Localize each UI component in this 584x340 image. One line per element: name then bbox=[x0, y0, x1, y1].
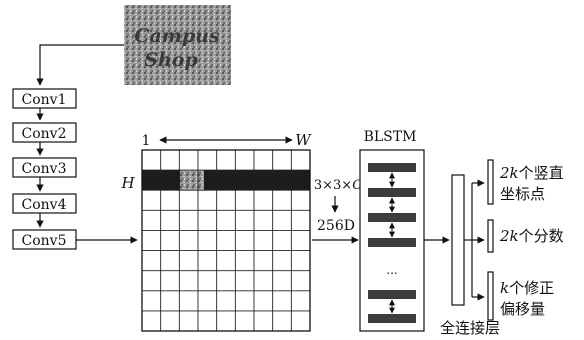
sliding-row-highlight bbox=[142, 170, 310, 190]
conv4-box bbox=[12, 193, 77, 214]
feature-map-grid bbox=[141, 149, 311, 332]
window-label-prefix: 3×3× bbox=[314, 178, 352, 193]
output-bar-vertical-coords bbox=[487, 159, 494, 205]
output-vertical-coords-text: 个竖直 bbox=[519, 164, 564, 182]
blstm-ellipsis: ... bbox=[386, 263, 397, 277]
output-offsets-line2: 偏移量 bbox=[500, 300, 545, 318]
image-to-conv-arrow bbox=[36, 44, 124, 86]
output-vertical-coords-var: 2k bbox=[499, 164, 519, 182]
output-scores-text: 个分数 bbox=[519, 227, 564, 245]
output-scores-var: 2k bbox=[499, 227, 519, 245]
vector-label: 256D bbox=[317, 218, 355, 234]
width-start-label: 1 bbox=[142, 133, 151, 149]
feature-map-border bbox=[141, 149, 311, 332]
output-offsets-text: 个修正 bbox=[509, 279, 554, 297]
blstm-cell bbox=[368, 314, 416, 323]
output-bar-offsets bbox=[487, 271, 494, 321]
conv1-box bbox=[12, 88, 77, 109]
output-vertical-coords-line2: 坐标点 bbox=[500, 185, 545, 203]
conv1-label: Conv1 bbox=[22, 92, 67, 108]
blstm-block: BLSTM ... bbox=[359, 129, 425, 332]
sliding-window-highlight bbox=[180, 170, 204, 190]
width-indicator: 1 W bbox=[142, 131, 313, 149]
height-symbol: H bbox=[120, 174, 135, 192]
blstm-cell bbox=[368, 188, 416, 197]
blstm-cell bbox=[368, 290, 416, 299]
input-image-background bbox=[124, 5, 231, 85]
output-offsets-var: k bbox=[500, 279, 509, 297]
blstm-cell bbox=[368, 238, 416, 247]
conv5-label: Conv5 bbox=[22, 233, 67, 249]
conv2-label: Conv2 bbox=[22, 126, 67, 142]
output-offsets-line1: k个修正 bbox=[500, 279, 554, 297]
conv2-box bbox=[12, 122, 77, 143]
output-scores-line1: 2k个分数 bbox=[499, 227, 564, 245]
conv3-label: Conv3 bbox=[22, 161, 67, 177]
input-image: Campus Shop bbox=[124, 5, 231, 85]
conv-stack: Conv1 Conv2 Conv3 Conv4 Conv5 bbox=[12, 88, 77, 250]
fc-layer-label: 全连接层 bbox=[440, 319, 500, 337]
output-branches: 2k个竖直 坐标点 2k个分数 k个修正 偏移量 bbox=[464, 159, 564, 321]
fc-layer-bar bbox=[451, 174, 465, 306]
conv3-box bbox=[12, 157, 77, 178]
blstm-cell bbox=[368, 213, 416, 222]
output-bar-scores bbox=[487, 219, 494, 253]
input-image-text-line2: Shop bbox=[144, 49, 198, 71]
blstm-title: BLSTM bbox=[364, 129, 417, 145]
window-label: 3×3×C bbox=[314, 178, 362, 193]
fc-layer: 全连接层 bbox=[440, 174, 500, 337]
width-symbol: W bbox=[295, 131, 312, 149]
window-label-channel: C bbox=[352, 178, 362, 193]
conv4-label: Conv4 bbox=[22, 197, 67, 213]
output-vertical-coords-line1: 2k个竖直 bbox=[499, 164, 564, 182]
input-image-text-line1: Campus bbox=[134, 25, 220, 47]
blstm-cell bbox=[368, 163, 416, 172]
